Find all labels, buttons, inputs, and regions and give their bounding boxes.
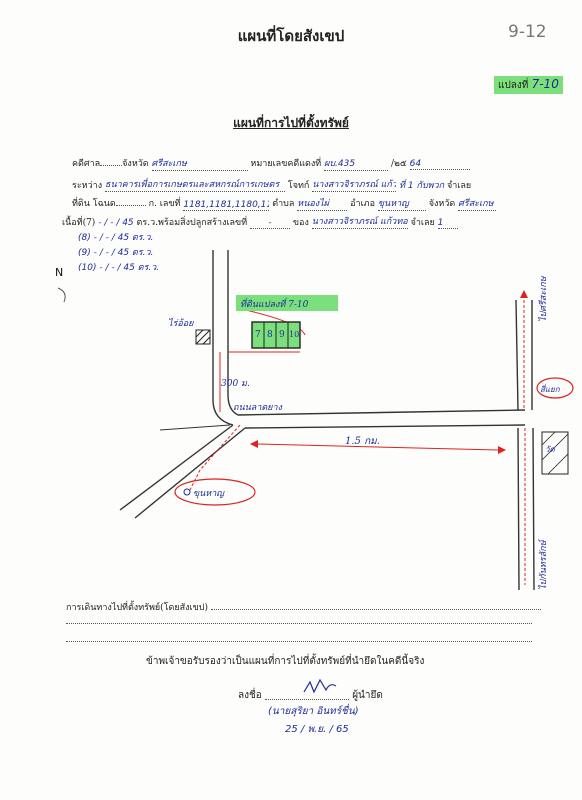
- text: จังหวัด: [428, 199, 456, 209]
- case-year: 64: [409, 159, 470, 170]
- temple-hatch: [541, 431, 569, 475]
- north-arrow-icon: [57, 287, 66, 303]
- tambon-value: หนองไผ่: [297, 196, 348, 211]
- plot-number: 7: [255, 330, 261, 340]
- khunhan-circle: [174, 478, 256, 506]
- blank-line: [66, 640, 532, 642]
- text: ตร.ว.: [136, 218, 159, 228]
- road-diagonal-edge-2: [134, 427, 246, 519]
- signer-name: (นายสุริยา อินทร์ชื่น): [268, 706, 359, 717]
- distance-300m: 300 ม.: [221, 379, 250, 389]
- plot-map-label: ที่ดินแปลงที่ 7-10: [240, 297, 309, 310]
- label-to-sisaket: ไปศรีสะเกษ: [537, 275, 549, 322]
- corner-note: 9-12: [508, 22, 547, 42]
- plot-number-badge: แปลงที่ 7-10: [494, 76, 563, 94]
- form-line-3: ที่ดิน โฉนด ก. เลขที่ 1181,1181,1180,118…: [72, 196, 497, 211]
- form-line-1: คดีศาลจังหวัด ศรีสะเกษ หมายเลขคดีแดงที่ …: [72, 156, 470, 171]
- dimension-line-1-5km: [257, 443, 499, 451]
- text: เนื้อที่(7): [62, 218, 96, 228]
- form-line-2: ระหว่าง ธนาคารเพื่อการเกษตรและสหกรณ์การเ…: [72, 177, 471, 192]
- road-horizontal-top-edge: [237, 409, 526, 416]
- road-right-upper: [515, 299, 533, 411]
- label-to-kantharalak: ไปกันทรลักษ์: [537, 538, 549, 590]
- province-value-2: ศรีสะเกษ: [458, 196, 497, 211]
- plot-number: 9: [279, 330, 285, 340]
- signature-line: ลงชื่อ ผู้นำยึด: [238, 688, 383, 703]
- text: หมายเลขคดีแดงที่: [250, 159, 322, 169]
- text: โจทก์: [287, 181, 310, 191]
- signature-scribble-icon: [303, 678, 337, 694]
- text: พร้อมสิ่งปลูกสร้างเลขที่: [158, 218, 248, 228]
- defendant-name: นางสาวจิราภรณ์ แก้วทอง: [312, 177, 397, 192]
- plot-number: 8: [267, 330, 273, 340]
- text: /๒๕: [390, 159, 407, 169]
- road-vertical-left-edge: [212, 250, 234, 426]
- khunhan-label: ขุนหาญ: [193, 489, 225, 499]
- text: ของ: [292, 218, 309, 228]
- text: จำเลย: [446, 181, 472, 191]
- road-horizontal-bottom-edge: [244, 424, 526, 429]
- certification-text: ข้าพเจ้าขอรับรองว่าเป็นแผนที่การไปที่ตั้…: [146, 656, 425, 667]
- temple-label: วัด: [545, 445, 555, 454]
- sign-date: 25 / พ.ย. / 65: [285, 724, 349, 735]
- sign-role: ผู้นำยึด: [352, 690, 383, 701]
- directions-line: การเดินทางไปที่ตั้งทรัพย์(โดยสังเขป): [66, 600, 541, 614]
- arrow-up-icon: [520, 290, 528, 298]
- text: ก. เลขที่: [148, 199, 181, 209]
- blank-line: [66, 622, 532, 624]
- plaintiff-name: ธนาคารเพื่อการเกษตรและสหกรณ์การเกษตร: [104, 177, 285, 192]
- map-subtitle: แผนที่การไปที่ตั้งทรัพย์: [233, 116, 349, 130]
- junction-label: สี่แยก: [540, 383, 561, 394]
- junction-circle: [536, 377, 574, 399]
- area-row-9: (9) - / - / 45 ตร.ว.: [78, 248, 154, 258]
- arrow-right-icon: [498, 446, 506, 454]
- text: จังหวัด: [122, 159, 149, 169]
- area-row-8: (8) - / - / 45 ตร.ว.: [78, 233, 154, 243]
- road-diagonal-edge-1: [119, 424, 234, 511]
- road-branch-left: [159, 424, 231, 431]
- directions-label: การเดินทางไปที่ตั้งทรัพย์(โดยสังเขป): [66, 603, 208, 613]
- province-value: ศรีสะเกษ: [151, 156, 248, 171]
- text: ระหว่าง: [72, 181, 103, 191]
- orchard-label: ไร่อ้อย: [168, 317, 194, 329]
- text: ที่ดิน โฉนด: [72, 199, 116, 209]
- page-title: แผนที่โดยสังเขป: [237, 27, 345, 45]
- road-vertical-right-edge: [227, 250, 239, 416]
- owner-name: นางสาวจิราภรณ์ แก้วทอง: [311, 214, 408, 229]
- arrow-left-icon: [250, 440, 258, 448]
- text: ตำบล: [272, 199, 295, 209]
- text: อำเภอ: [350, 199, 376, 209]
- plot-value: 7-10: [531, 77, 559, 91]
- north-label: N: [55, 266, 63, 279]
- defendant-suffix: ที่ 1 กับพวก: [399, 181, 445, 191]
- distance-1-5km: 1.5 กม.: [345, 436, 380, 447]
- area-row-10: (10) - / - / 45 ตร.ว.: [78, 263, 160, 273]
- sign-label: ลงชื่อ: [238, 690, 262, 701]
- signer-name-text: นายสุริยา อินทร์ชื่น: [271, 706, 355, 717]
- location-marker-icon: [183, 488, 191, 496]
- plot-label-highlight: [236, 295, 338, 311]
- text: จำเลย: [410, 218, 435, 228]
- road-right-lower: [517, 427, 535, 591]
- amphoe-value: ขุนหาญ: [377, 196, 426, 211]
- case-number: ผบ.435: [324, 156, 389, 171]
- signature-space: [265, 699, 349, 700]
- house-number: -: [250, 218, 291, 229]
- plot-number: 10: [289, 330, 299, 339]
- road-paved-label: ถนนลาดยาง: [233, 403, 282, 413]
- text: คดีศาล: [72, 159, 101, 169]
- route-to-khunhan: [189, 424, 241, 491]
- defendant-number: 1: [437, 218, 458, 229]
- title-deed-numbers: 1181,1181,1180,1180: [183, 200, 270, 211]
- orchard-hatch: [195, 329, 211, 345]
- form-line-4: เนื้อที่(7) - / - / 45 ตร.ว.พร้อมสิ่งปลู…: [62, 214, 458, 229]
- area-value: - / - / 45: [98, 218, 134, 228]
- plot-label: แปลงที่: [498, 80, 529, 91]
